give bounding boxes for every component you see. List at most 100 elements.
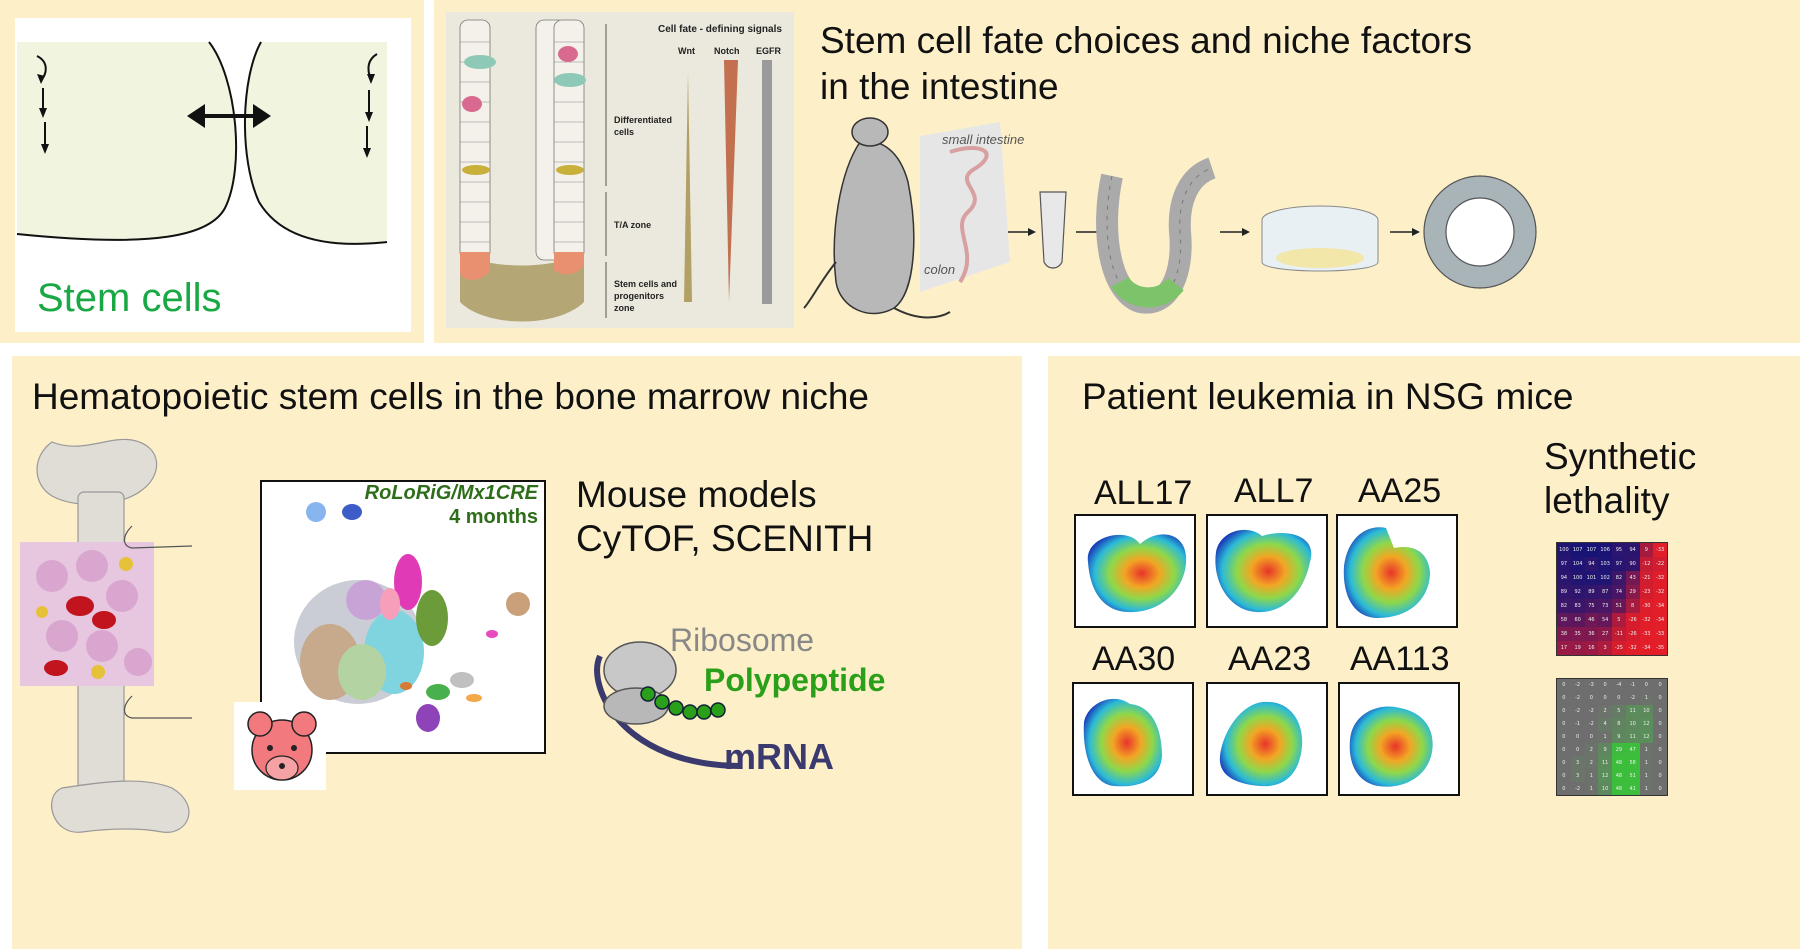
heatmap-cell: 11 xyxy=(1598,756,1612,770)
heatmap-cell: 3 xyxy=(1570,756,1585,770)
heatmap-cell: 48 xyxy=(1612,769,1626,783)
heatmap-cell: 106 xyxy=(1598,543,1612,557)
heatmap-cell: 97 xyxy=(1557,557,1571,571)
heatmap-cell: -26 xyxy=(1625,613,1640,627)
heatmap-cell: 10 xyxy=(1639,704,1654,718)
mrna-label: mRNA xyxy=(724,736,835,777)
bone-marrow-illustration xyxy=(20,438,193,833)
heatmap-cell: 100 xyxy=(1570,571,1585,585)
heatmap-cell: 0 xyxy=(1639,679,1654,692)
heatmap-cell: 102 xyxy=(1598,571,1612,585)
heatmap-cell: -35 xyxy=(1653,641,1667,655)
heatmap-cell: 0 xyxy=(1653,730,1667,744)
heatmap-cell: -2 xyxy=(1570,704,1585,718)
heatmap-cell: -34 xyxy=(1653,613,1667,627)
heatmap-cell: 47 xyxy=(1625,743,1640,757)
heatmap-cell: 8 xyxy=(1612,717,1626,731)
heatmap-cell: 1 xyxy=(1584,769,1599,783)
heatmap-cell: -1 xyxy=(1625,679,1640,692)
heatmap-cell: 0 xyxy=(1598,691,1612,705)
heatmap-cell: 94 xyxy=(1625,543,1640,557)
heatmap-cell: 35 xyxy=(1570,627,1585,641)
heatmap-cell: 38 xyxy=(1557,627,1571,641)
heatmap-cell: -21 xyxy=(1639,571,1654,585)
heatmap-cell: -23 xyxy=(1639,585,1654,599)
heatmap-cell: 36 xyxy=(1584,627,1599,641)
crypt-figure: Cell fate - defining signals Wnt Notch E… xyxy=(446,12,794,328)
heatmap-cell: 95 xyxy=(1612,543,1626,557)
heatmap-cell: 0 xyxy=(1557,756,1571,770)
heatmap-cell: 0 xyxy=(1557,782,1571,795)
heatmap-cell: 0 xyxy=(1557,679,1571,692)
heatmap-cell: 0 xyxy=(1653,717,1667,731)
heatmap-cell: 0 xyxy=(1557,691,1571,705)
heatmap-cell: 11 xyxy=(1625,730,1640,744)
heatmap-cell: 1 xyxy=(1639,756,1654,770)
heatmap-cell: 73 xyxy=(1598,599,1612,613)
heatmap-cell: 1 xyxy=(1639,743,1654,757)
heatmap-cell: 1 xyxy=(1598,730,1612,744)
crypt-differentiated: Differentiated cells xyxy=(614,115,673,137)
heatmap-cell: 0 xyxy=(1612,691,1626,705)
methods-line1: Mouse models xyxy=(576,474,817,515)
heatmap-cell: -33 xyxy=(1653,543,1667,557)
heatmap-cell: 1 xyxy=(1639,782,1654,795)
heatmap-cell: -1 xyxy=(1570,717,1585,731)
heatmap-cell: -32 xyxy=(1625,641,1640,655)
heatmap-cell: 29 xyxy=(1625,585,1640,599)
heatmap-cell: -2 xyxy=(1570,782,1585,795)
heatmap-cell: 0 xyxy=(1557,717,1571,731)
mouse-icon xyxy=(234,702,326,790)
heatmap-cell: -2 xyxy=(1570,679,1585,692)
heatmap-cell: 54 xyxy=(1598,613,1612,627)
heatmap-cell: 0 xyxy=(1653,756,1667,770)
heatmap-cell: 94 xyxy=(1584,557,1599,571)
heatmap-cell: 0 xyxy=(1653,704,1667,718)
synthetic-line1: Synthetic xyxy=(1544,436,1697,477)
heatmap-cell: 5 xyxy=(1612,613,1626,627)
heatmap-cell: -32 xyxy=(1653,571,1667,585)
heatmap-cell: 74 xyxy=(1612,585,1626,599)
ribosome-illustration xyxy=(594,641,743,769)
heatmap-cell: 0 xyxy=(1653,782,1667,795)
methods-line2: CyTOF, SCENITH xyxy=(576,518,874,559)
heatmap-cell: -4 xyxy=(1612,679,1626,692)
heatmap-cell: 48 xyxy=(1612,782,1626,795)
hematopoietic-title: Hematopoietic stem cells in the bone mar… xyxy=(32,376,869,417)
heatmap-cell: 60 xyxy=(1570,613,1585,627)
heatmap-cell: -25 xyxy=(1612,641,1626,655)
heatmap-cell: 0 xyxy=(1557,730,1571,744)
heatmap-cell: 10 xyxy=(1625,717,1640,731)
sample-label-1: ALL7 xyxy=(1234,472,1314,510)
heatmap-cell: 0 xyxy=(1653,769,1667,783)
sample-label-0: ALL17 xyxy=(1094,474,1193,512)
intestine-title-line2: in the intestine xyxy=(820,66,1059,107)
ribosome-label: Ribosome xyxy=(670,622,815,658)
crypt-notch: Notch xyxy=(714,46,740,56)
heatmap-cell: 1 xyxy=(1584,782,1599,795)
heatmap-cell: 29 xyxy=(1612,743,1626,757)
heatmap-cell: 8 xyxy=(1625,599,1640,613)
heatmap-cell: -32 xyxy=(1639,613,1654,627)
heatmap-cell: 9 xyxy=(1598,743,1612,757)
heatmap-cell: 9 xyxy=(1639,543,1654,557)
heatmap-cell: 0 xyxy=(1584,691,1599,705)
heatmap-cell: -26 xyxy=(1625,627,1640,641)
heatmap-cell: 89 xyxy=(1584,585,1599,599)
heatmap-cell: -30 xyxy=(1639,599,1654,613)
panel-stem-cells: Stem cells xyxy=(0,0,424,343)
heatmap-cell: 43 xyxy=(1625,571,1640,585)
polypeptide-label: Polypeptide xyxy=(704,662,886,698)
heatmap-cell: -3 xyxy=(1584,679,1599,692)
heatmap-cell: 0 xyxy=(1653,691,1667,705)
organoid-workflow-illustration xyxy=(803,117,1537,319)
heatmap-cell: 1 xyxy=(1639,769,1654,783)
sample-label-4: AA23 xyxy=(1228,640,1312,678)
heatmap-cell: 100 xyxy=(1557,543,1571,557)
heatmap-cell: -2 xyxy=(1570,691,1585,705)
flow-density-shapes xyxy=(1083,527,1433,787)
heatmap-cell: 83 xyxy=(1570,599,1585,613)
heatmap-cell: 5 xyxy=(1612,704,1626,718)
